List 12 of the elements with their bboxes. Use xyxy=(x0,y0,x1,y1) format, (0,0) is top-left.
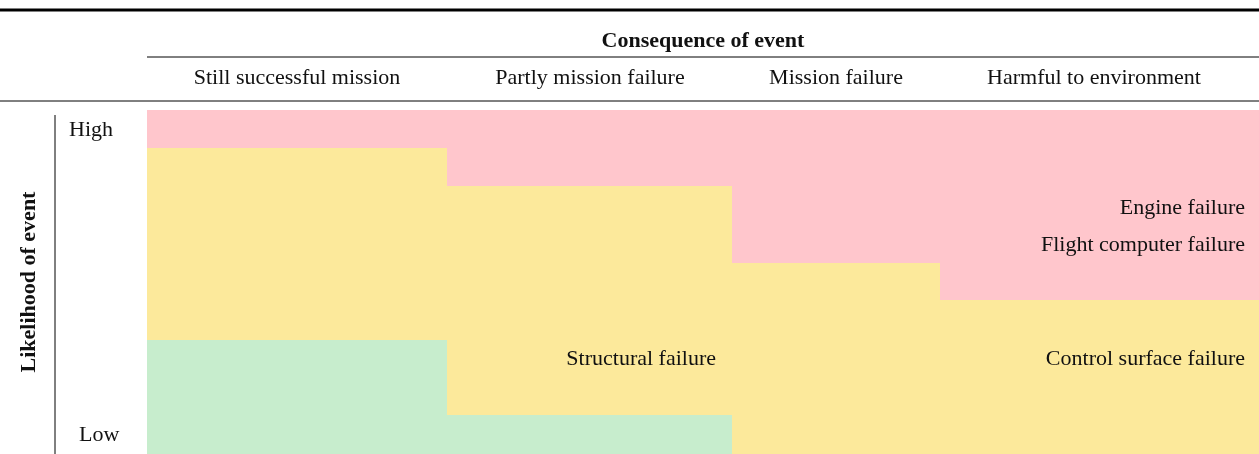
axis-title: Likelihood of event xyxy=(15,191,41,373)
risk-item: Flight computer failure xyxy=(1040,231,1245,257)
risk-item: Structural failure xyxy=(566,345,716,371)
column-header: Harmful to environment xyxy=(987,64,1201,90)
axis-title: Consequence of event xyxy=(601,27,805,53)
risk-item: Control surface failure xyxy=(1045,345,1245,371)
column-header: Partly mission failure xyxy=(495,64,685,90)
row-label: Low xyxy=(79,421,120,447)
column-header: Mission failure xyxy=(769,64,903,90)
risk-item: Engine failure xyxy=(1119,194,1245,220)
column-header: Still successful mission xyxy=(193,64,401,90)
row-label: High xyxy=(69,116,113,142)
